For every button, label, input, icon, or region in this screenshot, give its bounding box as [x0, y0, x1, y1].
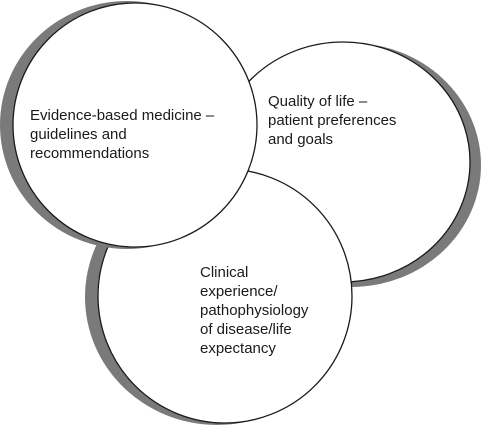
quality-of-life-label: Quality of life – patient preferences an…: [268, 93, 397, 148]
evidence-based-medicine-label: Evidence-based medicine – guidelines and…: [30, 107, 215, 162]
clinical-experience-label: Clinical experience/ pathophysiology of …: [200, 264, 309, 357]
evidence-based-medicine-circle-face: [12, 2, 258, 248]
evidence-based-medicine-circle: [0, 1, 258, 249]
